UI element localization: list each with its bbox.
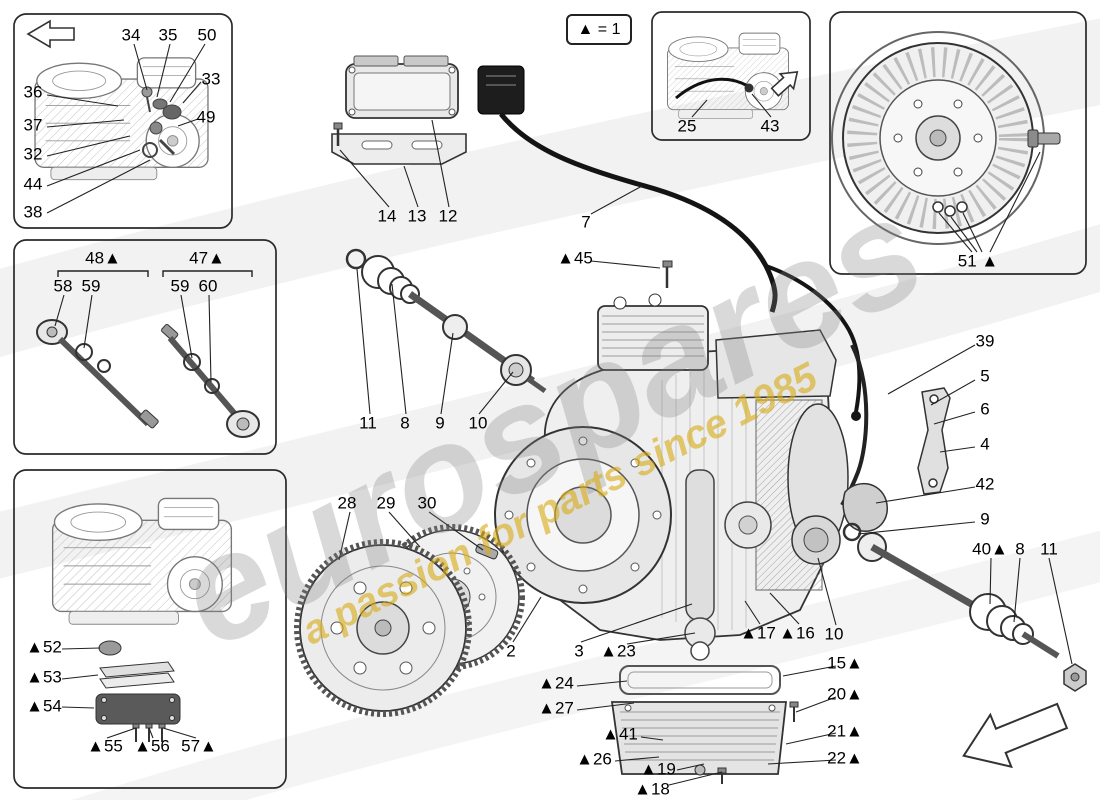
clutch-cover bbox=[831, 31, 1061, 245]
direction-arrow-ne-icon[interactable] bbox=[768, 64, 804, 99]
part-callout-2[interactable]: 2 bbox=[506, 641, 516, 661]
part-callout-9[interactable]: 9 bbox=[980, 509, 990, 529]
part-callout-12[interactable]: 12 bbox=[438, 206, 458, 226]
part-callout-38[interactable]: 38 bbox=[23, 202, 43, 222]
part-callout-27[interactable]: ▲27 bbox=[538, 698, 574, 718]
part-callout-19[interactable]: ▲19 bbox=[640, 759, 676, 779]
part-callout-49[interactable]: 49 bbox=[196, 107, 216, 127]
bolt-45 bbox=[662, 260, 673, 288]
part-callout-10[interactable]: 10 bbox=[468, 413, 488, 433]
part-callout-9[interactable]: 9 bbox=[435, 413, 445, 433]
part-callout-21[interactable]: 21▲ bbox=[827, 721, 863, 741]
part-callout-30[interactable]: 30 bbox=[417, 493, 437, 513]
part-callout-55[interactable]: ▲55 bbox=[87, 736, 123, 756]
part-callout-25[interactable]: 25 bbox=[677, 116, 697, 136]
part-callout-6[interactable]: 6 bbox=[980, 399, 990, 419]
inset-box-axle-shafts bbox=[13, 239, 277, 455]
part-callout-43[interactable]: 43 bbox=[760, 116, 780, 136]
part-callout-37[interactable]: 37 bbox=[23, 115, 43, 135]
part-callout-59[interactable]: 59 bbox=[81, 276, 101, 296]
part-callout-10[interactable]: 10 bbox=[824, 624, 844, 644]
part-callout-14[interactable]: 14 bbox=[377, 206, 397, 226]
inset-box-clutch-cover bbox=[829, 11, 1087, 275]
part-callout-17[interactable]: ▲17 bbox=[740, 623, 776, 643]
part-callout-23[interactable]: ▲23 bbox=[600, 641, 636, 661]
heat-shield bbox=[842, 482, 889, 533]
axle-shaft-pair bbox=[36, 319, 260, 438]
legend-text: ▲ = 1 bbox=[577, 20, 621, 38]
direction-arrow-left-icon[interactable] bbox=[26, 19, 75, 49]
ecu-module bbox=[345, 55, 459, 119]
inset-box-cable bbox=[651, 11, 811, 141]
part-callout-18[interactable]: ▲18 bbox=[634, 779, 670, 799]
part-callout-44[interactable]: 44 bbox=[23, 174, 43, 194]
part-callout-20[interactable]: 20▲ bbox=[827, 684, 863, 704]
part-callout-48[interactable]: 48▲ bbox=[85, 248, 121, 268]
part-callout-40[interactable]: 40▲ bbox=[972, 539, 1008, 559]
part-callout-8[interactable]: 8 bbox=[400, 413, 410, 433]
part-callout-13[interactable]: 13 bbox=[407, 206, 427, 226]
group-brackets bbox=[57, 270, 253, 277]
wiring-harness bbox=[477, 65, 862, 421]
part-callout-33[interactable]: 33 bbox=[201, 69, 221, 89]
ground-cable bbox=[675, 77, 754, 100]
part-callout-35[interactable]: 35 bbox=[158, 25, 178, 45]
part-callout-36[interactable]: 36 bbox=[23, 82, 43, 102]
part-callout-45[interactable]: ▲45 bbox=[557, 248, 593, 268]
part-callout-7[interactable]: 7 bbox=[581, 212, 591, 232]
part-callout-22[interactable]: 22▲ bbox=[827, 748, 863, 768]
inset-box-engine-bottom bbox=[13, 469, 287, 789]
part-callout-53[interactable]: ▲53 bbox=[26, 667, 62, 687]
legend-box: ▲ = 1 bbox=[566, 14, 632, 45]
inset-box-sensors bbox=[13, 13, 233, 229]
part-callout-51[interactable]: 51 ▲ bbox=[957, 251, 999, 271]
part-callout-29[interactable]: 29 bbox=[376, 493, 396, 513]
part-callout-26[interactable]: ▲26 bbox=[576, 749, 612, 769]
part-callout-15[interactable]: 15▲ bbox=[827, 653, 863, 673]
part-callout-54[interactable]: ▲54 bbox=[26, 696, 62, 716]
gearbox-housing bbox=[494, 293, 849, 661]
part-callout-11[interactable]: 11 bbox=[359, 413, 377, 433]
plate-and-gasket-parts bbox=[95, 640, 181, 742]
part-callout-47[interactable]: 47▲ bbox=[189, 248, 225, 268]
part-callout-58[interactable]: 58 bbox=[53, 276, 73, 296]
part-callout-56[interactable]: ▲56 bbox=[134, 736, 170, 756]
part-callout-3[interactable]: 3 bbox=[574, 641, 584, 661]
flywheel bbox=[294, 524, 525, 717]
part-callout-16[interactable]: ▲16 bbox=[779, 623, 815, 643]
direction-arrow-sw-icon[interactable] bbox=[953, 690, 1072, 782]
part-callout-4[interactable]: 4 bbox=[980, 434, 990, 454]
part-callout-60[interactable]: 60 bbox=[198, 276, 218, 296]
part-callout-5[interactable]: 5 bbox=[980, 366, 990, 386]
support-bracket bbox=[917, 387, 951, 495]
part-callout-28[interactable]: 28 bbox=[337, 493, 357, 513]
part-callout-52[interactable]: ▲52 bbox=[26, 637, 62, 657]
part-callout-11[interactable]: 11 bbox=[1040, 539, 1058, 559]
ecu-bracket bbox=[331, 122, 467, 165]
part-callout-32[interactable]: 32 bbox=[23, 144, 43, 164]
leader-lines bbox=[46, 43, 1073, 786]
part-callout-57[interactable]: 57▲ bbox=[181, 736, 217, 756]
part-callout-24[interactable]: ▲24 bbox=[538, 673, 574, 693]
part-callout-50[interactable]: 50 bbox=[197, 25, 217, 45]
part-callout-34[interactable]: 34 bbox=[121, 25, 141, 45]
part-callout-39[interactable]: 39 bbox=[975, 331, 995, 351]
part-callout-41[interactable]: ▲41 bbox=[602, 724, 638, 744]
axle-shaft-left bbox=[345, 248, 547, 394]
part-callout-8[interactable]: 8 bbox=[1015, 539, 1025, 559]
axle-shaft-right bbox=[842, 522, 1087, 692]
oil-sump bbox=[610, 665, 799, 784]
part-callout-42[interactable]: 42 bbox=[975, 474, 995, 494]
part-callout-59[interactable]: 59 bbox=[170, 276, 190, 296]
sensor-parts bbox=[141, 86, 182, 158]
